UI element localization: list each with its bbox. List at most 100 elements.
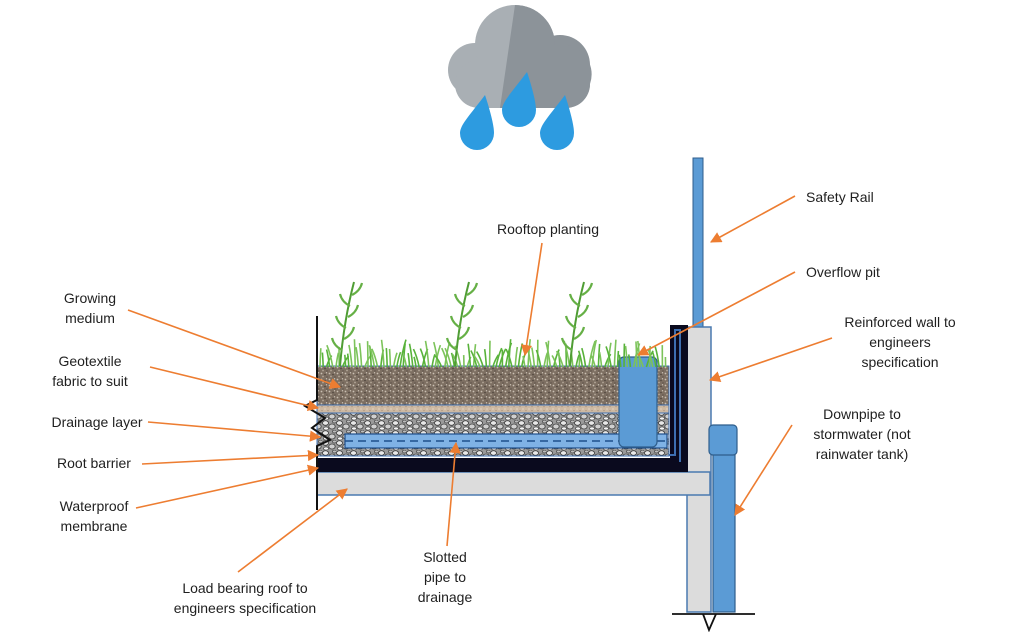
slotted-pipe (344, 433, 668, 449)
downpipe (708, 424, 738, 613)
label-load-bearing-roof-line: Load bearing roof to (182, 580, 308, 596)
grass-blade (483, 348, 488, 368)
label-rooftop-planting-line: Rooftop planting (497, 221, 599, 237)
label-waterproof-membrane-line: Waterproof (59, 498, 129, 514)
label-root-barrier: Root barrier (36, 453, 152, 473)
load-bearing-roof-slab (316, 471, 711, 496)
label-slotted-pipe-line: drainage (417, 589, 473, 605)
grass-blade (388, 348, 392, 368)
arrow-safety-rail (710, 195, 796, 243)
grass-blade (514, 346, 519, 368)
arrow-geotextile (149, 366, 320, 412)
grass-blade (624, 345, 628, 368)
label-safety-rail: Safety Rail (806, 187, 926, 207)
grass-blade (399, 339, 407, 368)
arrow-downpipe (734, 424, 793, 516)
grass-blade (348, 344, 353, 368)
arrow-slotted-pipe (446, 441, 461, 547)
rain-cloud-icon (448, 5, 592, 150)
label-overflow-pit: Overflow pit (806, 262, 926, 282)
arrow-waterproof-membrane (135, 464, 320, 509)
label-geotextile-line: Geotextile (58, 353, 122, 369)
grass-blade (434, 355, 443, 368)
grass-blade (591, 339, 598, 368)
arrow-load-bearing-roof (237, 488, 348, 573)
grass-blade (335, 352, 340, 368)
label-downpipe-line: rainwater tank) (815, 446, 909, 462)
grass-blade (654, 346, 660, 368)
grass-blade (578, 356, 581, 368)
grass-blade (353, 339, 356, 368)
grass-blade (413, 356, 417, 368)
grass-blade (385, 348, 388, 368)
grass-blade (396, 351, 402, 368)
grass-blade (402, 343, 406, 368)
grass-blade (467, 343, 472, 368)
grass-blade (581, 347, 587, 368)
arrow-reinforced-wall (708, 337, 833, 383)
grass-blade (319, 348, 322, 368)
arrow-root-barrier (141, 449, 320, 465)
label-geotextile-line: fabric to suit (52, 373, 128, 389)
grass-blade (346, 353, 350, 368)
label-drainage-layer: Drainage layer (30, 412, 164, 432)
grass-blade (575, 354, 580, 368)
arrow-overflow-pit (637, 271, 796, 356)
grass-blade (444, 347, 452, 368)
overflow-pit (618, 356, 658, 448)
label-slotted-pipe-line: Slotted (423, 549, 467, 565)
grass-blade (590, 355, 596, 368)
grass-blade (473, 355, 481, 368)
label-downpipe-line: Downpipe to (823, 406, 901, 422)
growing-medium (316, 365, 670, 406)
grass-blade (508, 339, 512, 368)
grass-blade (371, 348, 379, 368)
label-growing-medium-line: medium (65, 310, 115, 326)
grass-blade (355, 347, 360, 368)
grass-blade (616, 350, 620, 368)
grass-blade (607, 342, 612, 368)
grass-blade (432, 341, 440, 368)
safety-rail (692, 157, 704, 329)
grass-blade (321, 352, 324, 368)
grass-blade (552, 349, 560, 368)
label-load-bearing-roof-line: engineers specification (173, 600, 317, 616)
label-reinforced-wall-line: engineers (869, 334, 931, 350)
raindrop-icon (460, 72, 574, 150)
grass-blade (454, 345, 462, 368)
grass-blade (407, 352, 411, 368)
grass-blade (358, 342, 363, 368)
label-rooftop-planting: Rooftop planting (478, 219, 618, 239)
label-slotted-pipe-line: pipe to (423, 569, 467, 585)
grass-blade (495, 347, 503, 368)
arrow-growing-medium (127, 309, 342, 389)
grass-blade (403, 356, 408, 368)
rooftop-planting (319, 281, 667, 368)
label-drainage-layer-line: Drainage layer (51, 414, 143, 430)
label-safety-rail-line: Safety Rail (806, 189, 874, 205)
grass-blade (588, 340, 596, 368)
grass-blade (627, 354, 632, 368)
plant-stalk (445, 281, 479, 367)
grass-blade (380, 339, 385, 368)
label-slotted-pipe: Slotted pipe to drainage (400, 547, 490, 607)
grass-blade (577, 350, 584, 368)
grass-blade (551, 355, 558, 368)
grass-blade (531, 347, 536, 368)
label-geotextile: Geotextile fabric to suit (30, 351, 150, 391)
grass-blade (441, 347, 449, 368)
grass-blade (326, 344, 334, 368)
grass-blade (475, 351, 484, 368)
grass-blade (431, 353, 436, 368)
label-overflow-pit-line: Overflow pit (806, 264, 880, 280)
grass-blade (472, 343, 477, 368)
leader-arrows (127, 195, 833, 573)
grass-blade (604, 353, 612, 368)
grass-blade (368, 344, 376, 368)
plant-stalk (330, 281, 364, 367)
